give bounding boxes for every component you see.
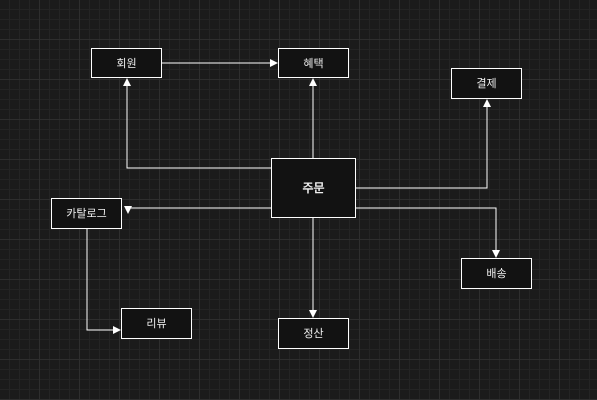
node-benefit-label: 혜택 [303, 56, 324, 70]
edge-order-member [123, 78, 271, 169]
edge-order-payment [356, 99, 491, 189]
node-catalog[interactable]: 카탈로그 [51, 198, 122, 229]
node-payment-label: 결제 [476, 77, 497, 90]
node-settlement[interactable]: 정산 [278, 318, 349, 349]
node-order-label: 주문 [302, 181, 325, 195]
node-review[interactable]: 리뷰 [121, 308, 192, 339]
node-settlement-label: 정산 [303, 327, 324, 340]
edge-order-catalog [124, 206, 271, 214]
edge-catalog-review [86, 229, 121, 334]
edge-order-delivery [356, 207, 500, 258]
node-member-label: 회원 [116, 56, 137, 70]
node-payment[interactable]: 결제 [451, 68, 522, 99]
node-catalog-label: 카탈로그 [66, 207, 107, 220]
node-order[interactable]: 주문 [271, 158, 356, 218]
node-delivery[interactable]: 배송 [461, 258, 532, 289]
node-member[interactable]: 회원 [91, 48, 162, 78]
node-benefit[interactable]: 혜택 [278, 48, 349, 78]
node-review-label: 리뷰 [146, 317, 167, 330]
node-delivery-label: 배송 [486, 267, 507, 280]
